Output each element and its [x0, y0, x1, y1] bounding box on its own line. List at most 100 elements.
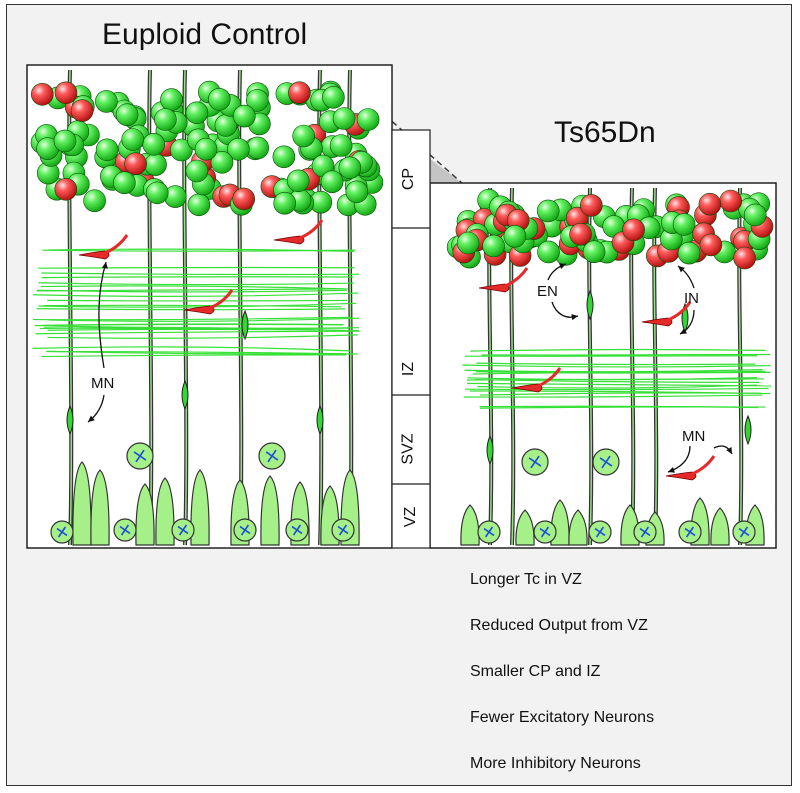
spindle: [743, 526, 749, 533]
axon-fiber: [47, 350, 343, 355]
spindle: [684, 527, 691, 533]
spindle: [605, 461, 613, 467]
excitatory-neuron-body: [208, 88, 231, 111]
excitatory-neuron-body: [144, 153, 167, 176]
excitatory-neuron-body: [53, 129, 77, 153]
spindle: [488, 531, 495, 537]
spindle: [139, 455, 147, 461]
inhibitory-neuron-body: [579, 194, 603, 217]
excitatory-neuron-body: [145, 181, 169, 205]
spindle: [595, 531, 601, 538]
layer-label-iz: IZ: [400, 361, 418, 377]
arrow-head: [559, 263, 566, 270]
layer-label-svz: SVZ: [399, 433, 417, 465]
inhibitory-neuron-body: [719, 189, 743, 213]
migrating-neuron: [66, 404, 74, 436]
left-mn-label: MN: [91, 375, 114, 392]
spindle: [483, 527, 490, 533]
summary-line-1: Longer Tc in VZ: [470, 571, 582, 588]
ts65dn-title: Ts65Dn: [554, 116, 656, 149]
axon-fiber: [47, 299, 348, 302]
axon-fiber: [38, 302, 357, 308]
spindle: [135, 455, 141, 463]
migrating-neuron: [241, 309, 249, 341]
spindle: [738, 527, 745, 533]
spindle: [685, 531, 691, 538]
arrow-head: [678, 266, 685, 273]
inhibitory-neuron-body: [733, 246, 756, 270]
spindle: [271, 449, 277, 457]
spindle: [337, 525, 344, 531]
migration-arrows: [87, 261, 733, 473]
spindle: [599, 457, 607, 463]
arrow-head: [571, 314, 578, 321]
excitatory-neuron-body: [233, 104, 256, 128]
migrating-neuron: [316, 404, 324, 436]
axon-fiber: [470, 348, 766, 352]
spindle: [61, 531, 68, 537]
progenitor-cell: [568, 509, 588, 546]
migrating-neuron: [181, 379, 189, 411]
excitatory-neuron-body: [536, 199, 560, 223]
migrating-neuron: [586, 289, 594, 321]
excitatory-neuron-body: [246, 136, 270, 160]
excitatory-neuron-body: [677, 241, 701, 265]
arrow-path: [98, 261, 107, 369]
progenitor-cell: [515, 509, 535, 546]
progenitor-cell: [260, 475, 280, 546]
excitatory-neuron-body: [154, 108, 177, 131]
inhibitory-neuron-body: [698, 192, 722, 216]
inhibitory-neuron-body: [124, 152, 147, 175]
arrow-head: [680, 328, 687, 334]
right-panel-cells: [446, 187, 774, 546]
axon-fiber: [481, 353, 771, 356]
spindle: [743, 531, 750, 537]
spindle: [528, 457, 536, 463]
axon-fiber: [47, 334, 358, 339]
spindle: [178, 529, 184, 536]
axon-fiber: [467, 382, 772, 387]
excitatory-neuron-body: [482, 234, 505, 258]
excitatory-neuron-body: [338, 156, 362, 180]
arrow-head: [726, 447, 732, 454]
spindle: [644, 531, 651, 537]
axon-fiber: [40, 285, 348, 290]
euploid-control-title: Euploid Control: [102, 18, 308, 51]
inhibitory-process: [691, 455, 716, 476]
spindle: [599, 531, 606, 537]
inhibitory-neuron: [478, 283, 510, 293]
excitatory-neuron-body: [160, 88, 183, 111]
spindle: [539, 527, 546, 533]
spindle: [182, 529, 189, 535]
inhibitory-process: [209, 289, 234, 310]
inhibitory-neuron: [78, 250, 110, 260]
spindle: [177, 525, 184, 531]
migrating-neuron: [486, 434, 494, 466]
axon-fiber: [477, 384, 757, 389]
summary-line-3: Smaller CP and IZ: [470, 663, 601, 680]
excitatory-neuron-body: [170, 138, 193, 162]
excitatory-neuron-body: [672, 213, 696, 236]
inhibitory-neuron-body: [70, 99, 94, 122]
axon-fiber: [48, 317, 360, 322]
axon-fiber: [34, 323, 343, 327]
axon-fiber: [38, 266, 355, 269]
spindle: [594, 527, 601, 533]
excitatory-neuron-body: [329, 134, 353, 157]
spindle: [342, 524, 348, 531]
excitatory-neuron-body: [115, 103, 139, 126]
excitatory-neuron-body: [95, 90, 118, 113]
spindle: [265, 451, 273, 457]
excitatory-neuron-body: [292, 124, 316, 148]
spindle: [338, 529, 344, 536]
spindle: [488, 526, 494, 533]
summary-line-4: Fewer Excitatory Neurons: [470, 709, 655, 726]
inhibitory-neuron-body: [232, 187, 255, 211]
spindle: [124, 529, 131, 535]
excitatory-neuron-body: [194, 137, 218, 161]
inhibitory-neuron: [273, 235, 305, 245]
excitatory-neuron-body: [356, 108, 380, 131]
excitatory-neuron-body: [743, 203, 767, 227]
spindle: [271, 455, 279, 461]
spindle: [689, 526, 695, 533]
